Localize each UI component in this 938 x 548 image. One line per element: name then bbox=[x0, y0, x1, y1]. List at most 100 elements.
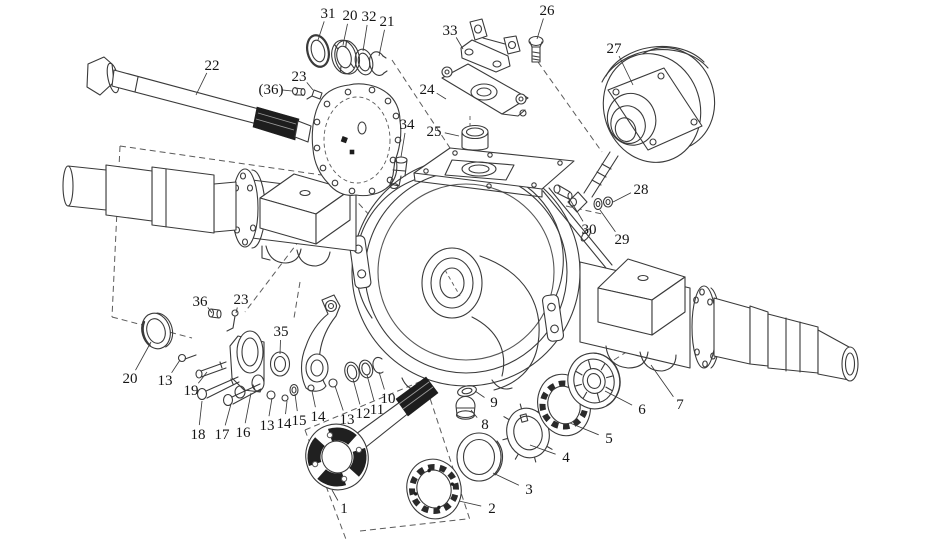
bolt-17 bbox=[222, 383, 262, 407]
callout-label: 25 bbox=[427, 124, 442, 140]
diff-gasket-plate bbox=[291, 83, 402, 197]
cap-nut-8 bbox=[455, 395, 476, 420]
snap-ring-10 bbox=[372, 356, 384, 374]
seal-ring-3 bbox=[456, 432, 504, 482]
callout-label: 10 bbox=[381, 391, 396, 407]
callout-label: 6 bbox=[638, 402, 646, 418]
nut-28 bbox=[602, 196, 614, 208]
leader-line bbox=[135, 341, 152, 371]
leader-line bbox=[311, 390, 316, 408]
leader-line bbox=[378, 371, 385, 390]
lower-left-cluster bbox=[141, 294, 384, 407]
housing-center-boss bbox=[421, 247, 540, 391]
callout-label: 4 bbox=[562, 450, 570, 466]
callout-label: 29 bbox=[615, 232, 630, 248]
bracket-33 bbox=[460, 18, 521, 73]
pin-14a bbox=[281, 394, 289, 402]
leader-line bbox=[366, 374, 375, 401]
left-axle-tube bbox=[62, 164, 357, 267]
leader-line bbox=[568, 197, 584, 222]
leader-line bbox=[235, 307, 238, 314]
brake-chamber-27 bbox=[553, 45, 716, 213]
leader-line bbox=[529, 444, 556, 455]
leader-line bbox=[612, 192, 632, 203]
callout-label: 23 bbox=[292, 69, 307, 85]
plug-36-lower bbox=[207, 308, 222, 319]
washer-29 bbox=[593, 197, 603, 211]
bearing-20-top bbox=[331, 39, 361, 75]
leader-line bbox=[198, 400, 203, 426]
breather-valve-34 bbox=[389, 156, 408, 190]
washer-9 bbox=[457, 385, 477, 397]
shaft-22 bbox=[86, 56, 312, 143]
leader-line bbox=[207, 307, 213, 314]
bolt-18 bbox=[196, 376, 240, 401]
camshaft-rod bbox=[542, 187, 613, 269]
callout-label: 34 bbox=[400, 117, 416, 133]
callout-label: 27 bbox=[607, 41, 623, 57]
callout-label: 13 bbox=[340, 412, 355, 428]
leader-line bbox=[171, 359, 181, 374]
callout-label: 16 bbox=[236, 425, 252, 441]
callout-label: 13 bbox=[260, 418, 275, 434]
callout-label: 14 bbox=[311, 409, 327, 425]
leader-line bbox=[195, 72, 208, 96]
plug-36-top bbox=[291, 86, 306, 97]
leader-line bbox=[197, 371, 208, 384]
callout-label: 32 bbox=[362, 9, 377, 25]
callout-label: 9 bbox=[490, 395, 498, 411]
left-spring-seat bbox=[259, 173, 351, 245]
leader-line bbox=[279, 339, 281, 355]
bolt-23-lower bbox=[226, 309, 239, 332]
housing-top-plate bbox=[413, 147, 575, 198]
right-spring-seat bbox=[597, 258, 686, 336]
leader-line bbox=[317, 21, 325, 41]
nut-13b bbox=[266, 390, 276, 400]
callout-label: 35 bbox=[274, 324, 289, 340]
push-rod bbox=[583, 151, 619, 198]
bolt-13a bbox=[177, 353, 197, 363]
leader-line bbox=[455, 37, 464, 50]
callout-label: (36) bbox=[259, 82, 284, 98]
leader-line bbox=[474, 390, 485, 398]
callout-label: 14 bbox=[277, 416, 293, 432]
leader-line bbox=[352, 378, 361, 405]
leader-line bbox=[604, 390, 633, 406]
bolt-26 bbox=[528, 35, 544, 63]
callout-label: 5 bbox=[605, 431, 613, 447]
leader-line bbox=[331, 489, 339, 501]
callout-label: 20 bbox=[343, 8, 358, 24]
leader-line bbox=[285, 400, 288, 415]
leader-line bbox=[224, 403, 232, 426]
bearing-6 bbox=[567, 352, 621, 410]
callout-label: 24 bbox=[420, 82, 436, 98]
callout-label: 3 bbox=[525, 482, 533, 498]
callout-label: 2 bbox=[488, 501, 496, 517]
callout-label: 17 bbox=[215, 427, 231, 443]
screw-19 bbox=[195, 361, 227, 379]
callout-label: 15 bbox=[292, 413, 307, 429]
leader-line bbox=[400, 132, 406, 158]
lock-nut-2 bbox=[406, 458, 462, 520]
callout-label: 20 bbox=[123, 371, 138, 387]
callout-label: 18 bbox=[191, 427, 206, 443]
washer-35 bbox=[269, 351, 291, 377]
callout-label: 19 bbox=[184, 383, 199, 399]
callout-label: 8 bbox=[481, 417, 489, 433]
callout-label: 26 bbox=[540, 3, 556, 19]
camshaft-bracket-16 bbox=[229, 330, 265, 399]
callout-label: 13 bbox=[158, 373, 173, 389]
bushing-25 bbox=[461, 124, 489, 151]
leader-line bbox=[492, 472, 520, 486]
pin-14b bbox=[307, 384, 315, 392]
leader-line bbox=[294, 393, 298, 412]
leader-line bbox=[650, 364, 674, 398]
leader-line bbox=[342, 23, 348, 46]
seal-ring-31 bbox=[306, 34, 330, 68]
leader-line bbox=[362, 24, 368, 52]
leader-line bbox=[470, 409, 478, 418]
leader-line bbox=[268, 397, 273, 417]
